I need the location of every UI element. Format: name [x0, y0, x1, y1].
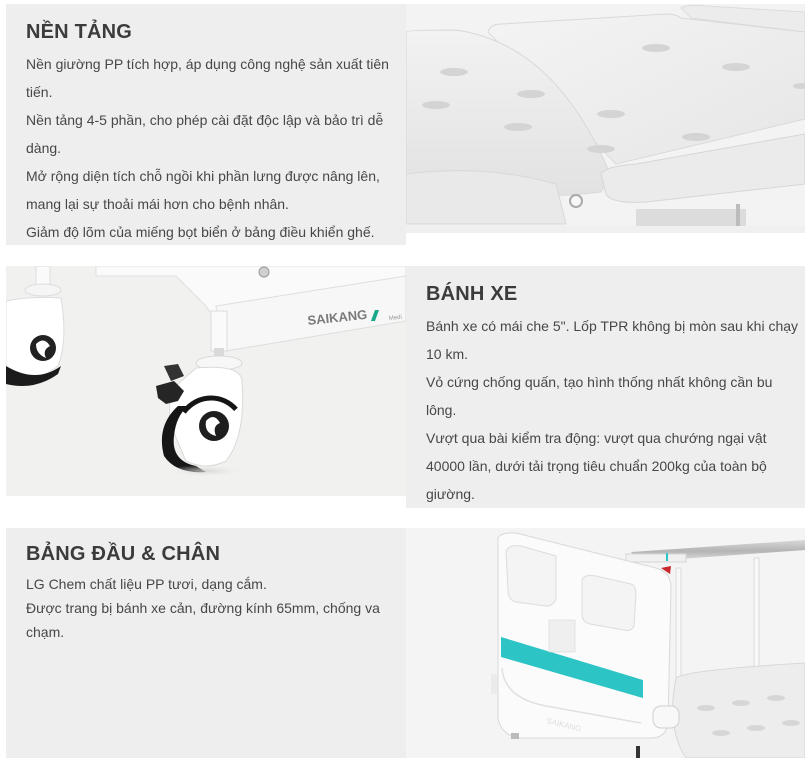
bed-platform-photo: [406, 4, 805, 233]
headboard-line: LG Chem chất liệu PP tươi, dạng cắm.: [26, 576, 267, 592]
casters-line: Vượt qua bài kiểm tra động: vượt qua chư…: [426, 430, 767, 446]
platform-line: Mở rộng diện tích chỗ ngồi khi phần lưng…: [26, 168, 380, 184]
headboard-heading: BẢNG ĐẦU & CHÂN: [26, 543, 221, 565]
platform-text-panel: NỀN TẢNG Nền giường PP tích hợp, áp dụng…: [6, 4, 406, 245]
platform-line: Nền giường PP tích hợp, áp dụng công ngh…: [26, 56, 389, 72]
platform-line: dàng.: [26, 140, 62, 156]
caster-wheel-illustration: SAIKANG Medi: [6, 266, 406, 496]
casters-text-panel: BÁNH XE Bánh xe có mái che 5". Lốp TPR k…: [406, 266, 805, 508]
frame-brand-logo: SAIKANG: [307, 307, 368, 328]
casters-line: Vỏ cứng chống quấn, tạo hình thống nhất …: [426, 374, 773, 390]
headboard-illustration: SAIKANG: [406, 528, 805, 758]
platform-line: Giảm độ lõm của miếng bọt biển ở bảng đi…: [26, 224, 375, 240]
platform-heading: NỀN TẢNG: [26, 21, 133, 43]
casters-line: lông.: [426, 402, 457, 418]
section-casters: SAIKANG Medi: [6, 266, 805, 508]
headboard-text-panel: BẢNG ĐẦU & CHÂN LG Chem chất liệu PP tươ…: [6, 528, 406, 758]
casters-heading: BÁNH XE: [426, 283, 518, 305]
bed-platform-illustration: [406, 4, 805, 233]
platform-line: tiến.: [26, 84, 53, 100]
section-platform: NỀN TẢNG Nền giường PP tích hợp, áp dụng…: [6, 4, 805, 245]
platform-line: mang lại sự thoải mái hơn cho bệnh nhân.: [26, 196, 289, 212]
casters-line: 10 km.: [426, 346, 469, 362]
svg-text:Medi: Medi: [389, 315, 403, 322]
headboard-photo: SAIKANG: [406, 528, 805, 758]
section-head-foot-board: BẢNG ĐẦU & CHÂN LG Chem chất liệu PP tươ…: [6, 528, 805, 758]
headboard-line: Được trang bị bánh xe cản, đường kính 65…: [26, 600, 380, 616]
headboard-line: chạm.: [26, 624, 65, 640]
caster-wheel-photo: SAIKANG Medi: [6, 266, 406, 496]
casters-line: 40000 lần, dưới tải trọng tiêu chuẩn 200…: [426, 458, 767, 474]
teal-accent-stripe: [501, 637, 643, 698]
platform-line: Nền tảng 4-5 phần, cho phép cài đặt độc …: [26, 112, 384, 128]
casters-line: giường.: [426, 486, 475, 502]
casters-line: Bánh xe có mái che 5". Lốp TPR không bị …: [426, 318, 799, 334]
